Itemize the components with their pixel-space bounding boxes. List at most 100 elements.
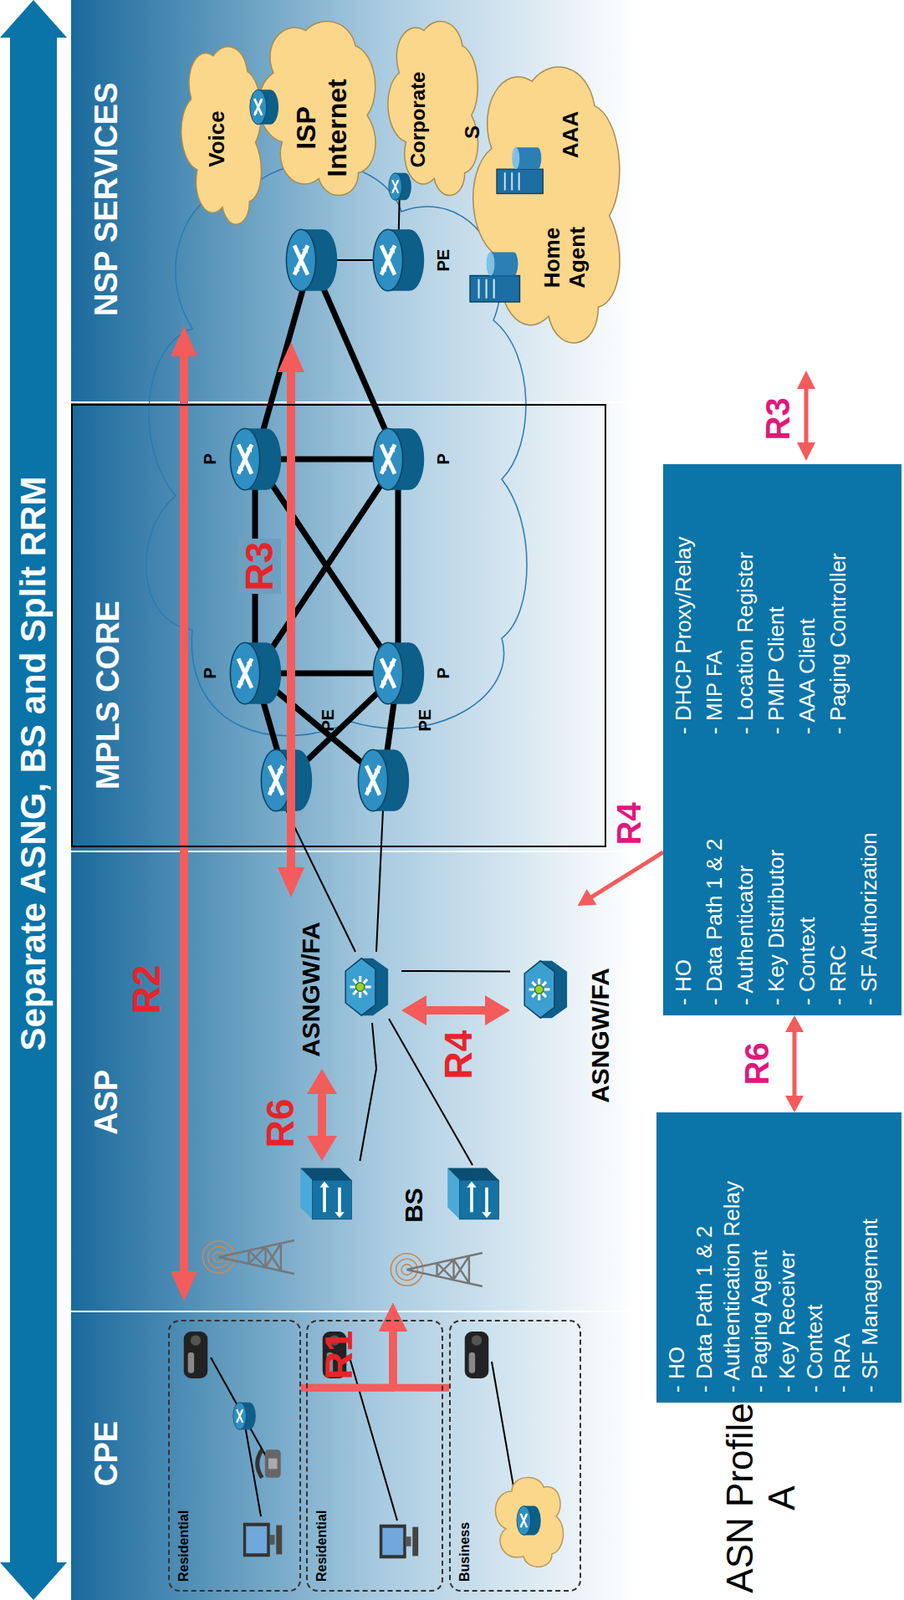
device-icon <box>245 81 283 133</box>
customer-equipment <box>464 1331 490 1379</box>
reference-point: R3 <box>237 538 282 595</box>
node-text: - SF Management <box>858 1218 884 1393</box>
service-cloud: ISP Internet <box>238 15 385 208</box>
reference-point: R4 <box>609 801 649 845</box>
node-text: - HO <box>664 1346 690 1393</box>
base-station-icon <box>390 1252 483 1287</box>
access-link <box>491 1361 515 1492</box>
node-text: - DHCP Proxy/Relay <box>671 536 697 735</box>
customer-equipment <box>243 1522 282 1558</box>
core-link <box>255 260 399 781</box>
node-text: - PMIP Client <box>764 606 790 735</box>
node-text: BS <box>399 1179 430 1231</box>
reference-arrow <box>277 342 305 898</box>
arrow-head <box>485 995 511 1026</box>
function-box: - HO- Data Path 1 & 2- Authentication Re… <box>656 1112 902 1403</box>
column-divider <box>71 402 636 1312</box>
arrow-head <box>378 1302 408 1332</box>
node-text: - Data Path 1 & 2 <box>702 838 728 1006</box>
connector <box>317 1086 327 1144</box>
access-link <box>376 809 384 952</box>
cloud-outline <box>447 56 632 363</box>
router-label: P <box>200 453 220 465</box>
node-text: - Authenticator <box>733 864 759 1006</box>
base-station: BS <box>200 1160 435 1303</box>
node-text: - MIP FA <box>702 649 728 735</box>
arrow-head <box>378 1302 408 1332</box>
node-text: - Authentication Relay <box>720 1180 746 1393</box>
service-cloud: Corporate <box>372 15 486 208</box>
reference-arrow <box>796 370 816 461</box>
node-text: - AAA Client <box>795 617 821 735</box>
reference-point: R6 <box>737 1041 777 1085</box>
reference-arrow <box>170 326 198 1302</box>
router-label: P <box>434 667 454 679</box>
arrow-head <box>577 888 598 906</box>
node-text: Corporate <box>406 40 430 200</box>
column-header: NSP SERVICES <box>88 82 126 317</box>
reference-point: R1 <box>316 1330 362 1380</box>
router-icon <box>357 749 409 812</box>
device-icon <box>524 960 567 1018</box>
node-text: - Context <box>795 917 821 1007</box>
node-text: Business <box>457 1521 473 1582</box>
router-icon <box>388 173 412 201</box>
reference-point: R3 <box>758 397 797 440</box>
connector <box>791 1026 797 1101</box>
customer-equipment <box>183 1331 209 1379</box>
node-text: - Paging Agent <box>747 1249 773 1393</box>
device-icon <box>250 89 279 124</box>
node-text: Residential <box>176 1510 192 1582</box>
router-icon <box>286 229 338 292</box>
customer-equipment <box>516 1506 542 1536</box>
node-text: AAA <box>558 101 584 169</box>
router-icon <box>260 749 312 812</box>
background-band <box>71 0 636 1600</box>
node-text: - Key Distributor <box>764 849 790 1006</box>
router-icon <box>372 428 424 491</box>
base-station-icon <box>202 1168 499 1287</box>
router-icon <box>372 229 424 292</box>
column-divider <box>71 401 636 404</box>
router-label: PE <box>434 249 454 272</box>
profile-title: ASN Profile A <box>719 1397 804 1599</box>
node-text: - Key Receiver <box>775 1250 801 1394</box>
router-label: PE <box>318 709 338 732</box>
node-text: - HO <box>671 959 697 1006</box>
service-cloud: Voice <box>167 40 268 237</box>
connector <box>401 970 511 972</box>
function-box: - HO- Data Path 1 & 2- Authenticator- Ke… <box>663 464 902 1016</box>
column-header: CPE <box>88 1420 126 1487</box>
arrow-head <box>306 1135 338 1161</box>
router-icon <box>229 642 281 705</box>
node-text: ASNGW/FA <box>296 909 327 1069</box>
arrow-head <box>785 1015 804 1032</box>
router-label: P <box>200 667 220 679</box>
arrow-head <box>401 995 427 1026</box>
router-label: PE <box>415 709 435 732</box>
reference-point: R6 <box>258 1098 303 1149</box>
device-icon <box>496 147 543 194</box>
node-text: Voice <box>204 76 230 202</box>
router-label: P <box>434 453 454 465</box>
core-link <box>395 459 402 674</box>
asn-gateway: ASNGW/FA <box>292 909 402 1069</box>
access-link <box>372 1022 377 1069</box>
device-icon <box>464 249 523 308</box>
base-station-icon <box>447 1168 499 1220</box>
node-text: - Paging Controller <box>826 552 852 735</box>
server-label: S <box>460 125 485 139</box>
base-station-icon <box>202 1240 295 1274</box>
node-text: - RRC <box>826 944 852 1006</box>
customer-equipment <box>379 1524 419 1559</box>
node-text: - Data Path 1 & 2 <box>692 1225 718 1393</box>
connector <box>301 1322 394 1388</box>
device-icon <box>511 951 576 1027</box>
node-text: ASNGW/FA <box>586 960 616 1111</box>
node-text: ISP Internet <box>291 65 353 191</box>
customer-equipment <box>495 1477 563 1568</box>
connector <box>587 852 664 900</box>
router-icon <box>229 428 281 491</box>
